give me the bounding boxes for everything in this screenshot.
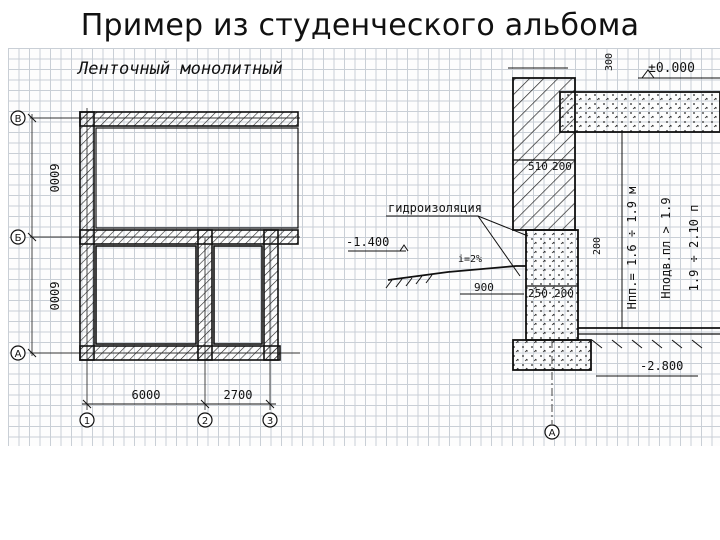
dim-vertical-1: 6000	[47, 164, 61, 193]
note-range: 1.9 ÷ 2.10 п	[687, 205, 701, 292]
level-top: ±0.000	[648, 61, 695, 76]
pad-dim-250: 250	[528, 287, 548, 300]
foundation-block	[525, 229, 579, 341]
side-dim-200: 200	[592, 237, 603, 255]
drawing-sheet: Ленточный монолитный В	[8, 48, 720, 446]
floor-slab	[559, 91, 720, 133]
foundation-drawing: Ленточный монолитный В	[10, 53, 720, 440]
slope-label: i=2%	[458, 254, 482, 265]
axis-label-1: 1	[84, 416, 90, 427]
axis-label-3: 3	[267, 416, 273, 427]
wall-dim-510: 510	[528, 160, 548, 173]
dim-vertical-2: 6000	[47, 282, 61, 311]
pad-dim-200: 200	[554, 287, 574, 300]
dim-horizontal-1: 6000	[132, 388, 161, 402]
row-axis-markers: В Б А	[10, 110, 26, 361]
axis-label-a: А	[15, 349, 22, 360]
column-axis-markers: 1 2 3	[79, 412, 278, 428]
foundation-section: 300 ±0.000 510 200 гидроизоляция -1.400	[346, 53, 720, 440]
hydro-label: гидроизоляция	[388, 201, 482, 215]
blind-area-dim: 900	[474, 281, 494, 294]
section-axis-label: А	[549, 428, 556, 439]
slide-title: Пример из студенческого альбома	[80, 8, 640, 43]
section-top-dim: 300	[604, 53, 615, 71]
foundation-plan: Ленточный монолитный В	[10, 59, 300, 428]
plan-heading: Ленточный монолитный	[76, 59, 283, 79]
level-bottom: -2.800	[640, 359, 683, 373]
plan-walls	[79, 111, 299, 361]
dim-horizontal-2: 2700	[224, 388, 253, 402]
note-hpp: Hпп.= 1.6 ÷ 1.9 м	[625, 187, 639, 310]
axis-label-v: В	[15, 114, 22, 125]
level-ground: -1.400	[346, 235, 389, 249]
note-hpodv: Нподв.пл > 1.9	[659, 197, 673, 298]
axis-label-b: Б	[15, 233, 22, 244]
wall-dim-200: 200	[552, 160, 572, 173]
axis-label-2: 2	[202, 416, 208, 427]
